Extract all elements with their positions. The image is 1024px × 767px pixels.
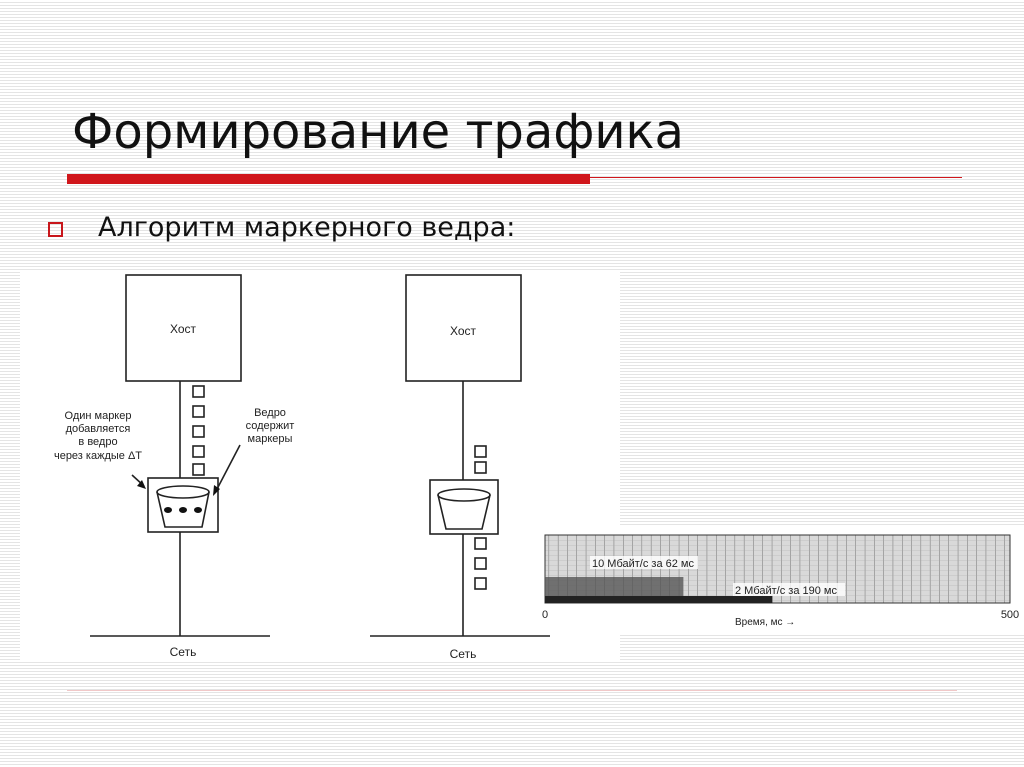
output-rate-chart: 10 Мбайт/с за 62 мс 2 Мбайт/с за 190 мс … [530, 525, 1024, 635]
bucket-icon [156, 491, 210, 528]
host-box-left [125, 274, 242, 382]
x-axis-label: Время, мс → [735, 617, 795, 628]
burst-label: 10 Мбайт/с за 62 мс [592, 558, 694, 570]
title-rule [590, 177, 962, 178]
svg-text:через каждые ΔT: через каждые ΔT [54, 450, 142, 462]
bucket-caption: Ведро содержит маркеры [246, 407, 295, 445]
bucket-box-left [147, 477, 219, 533]
rate-bar [545, 596, 773, 603]
svg-text:в ведро: в ведро [78, 436, 117, 448]
footer-rule [67, 690, 957, 691]
svg-text:добавляется: добавляется [66, 423, 131, 435]
network-label-left: Сеть [170, 645, 197, 659]
bullet-text: Алгоритм маркерного ведра: [98, 212, 516, 243]
slide-title: Формирование трафика [72, 104, 684, 160]
title-underline [67, 174, 590, 184]
x-tick-500: 500 [1001, 609, 1019, 621]
bucket-box-right [429, 479, 499, 535]
host-label-right: Хост [450, 324, 477, 338]
svg-text:маркеры: маркеры [248, 433, 293, 445]
svg-text:содержит: содержит [246, 420, 295, 432]
svg-text:Один маркер: Один маркер [65, 410, 132, 422]
host-label-left: Хост [170, 322, 197, 336]
svg-text:Ведро: Ведро [254, 407, 286, 419]
x-tick-0: 0 [542, 609, 548, 621]
token-bucket-diagram: Хост Хост Сеть Сеть Один маркер добавляе… [20, 270, 620, 662]
bullet-square-icon [48, 222, 63, 237]
rate-label: 2 Мбайт/с за 190 мс [735, 585, 837, 597]
network-label-right: Сеть [450, 647, 477, 661]
marker-caption: Один маркер добавляется в ведро через ка… [54, 410, 142, 462]
